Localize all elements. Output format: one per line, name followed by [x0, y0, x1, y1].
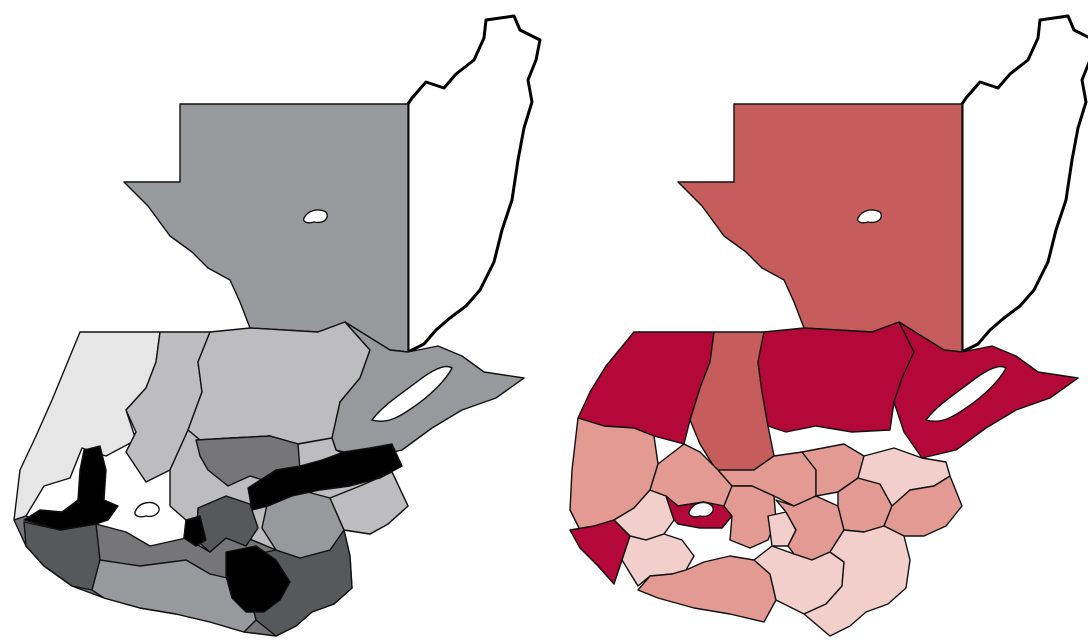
region-black-south	[225, 545, 291, 613]
region-black-corridor	[247, 443, 403, 511]
region-black-west	[23, 445, 119, 531]
belize-territory	[406, 14, 542, 354]
region-peten	[677, 103, 963, 353]
capital-marker	[134, 501, 160, 518]
red-map	[569, 14, 1088, 637]
region-black-center	[183, 515, 207, 547]
region-escuintla	[91, 559, 257, 633]
belize-territory	[960, 14, 1088, 354]
region-san-marcos	[569, 519, 631, 585]
region-peten	[123, 103, 409, 353]
region-sacatepequez	[723, 485, 777, 549]
region-jutiapa	[803, 525, 911, 637]
region-alta-verapaz	[757, 321, 915, 433]
region-chiquimula	[329, 471, 409, 535]
region-san-marcos	[23, 521, 101, 591]
grayscale-map	[13, 14, 542, 637]
